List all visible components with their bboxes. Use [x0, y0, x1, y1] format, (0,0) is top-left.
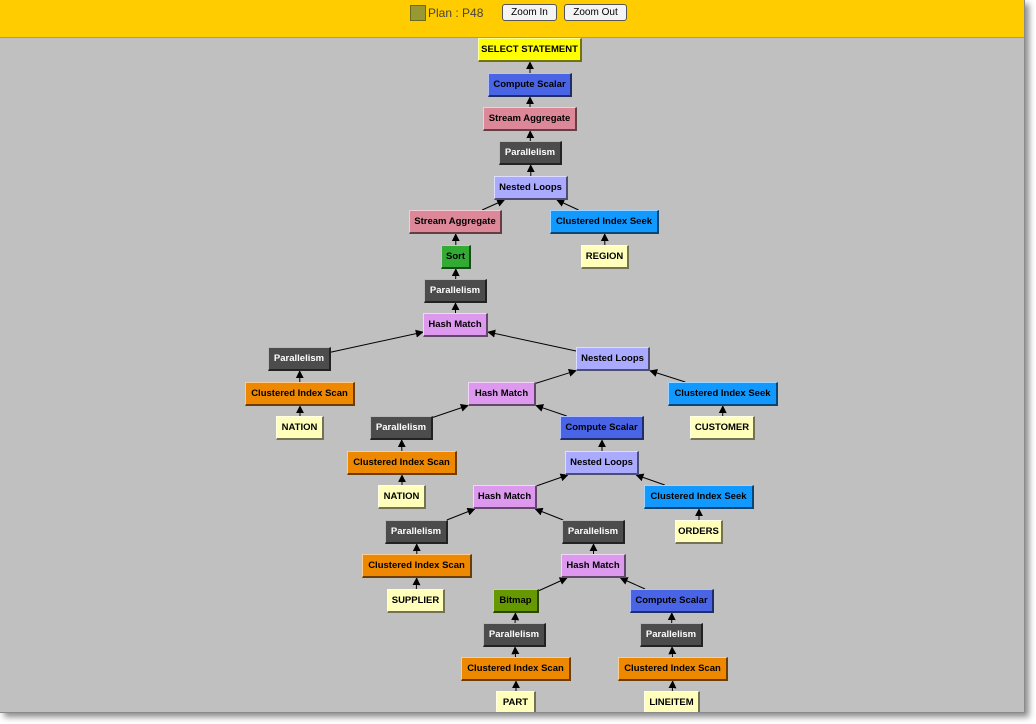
node-nested-loops[interactable]: Nested Loops	[576, 347, 650, 371]
node-region[interactable]: REGION	[581, 245, 629, 269]
edge-n27-to-n24	[446, 507, 476, 521]
edge-n33-to-n31	[619, 577, 646, 590]
node-parallelism[interactable]: Parallelism	[483, 623, 546, 647]
node-hash-match[interactable]: Hash Match	[561, 554, 626, 578]
node-hash-match[interactable]: Hash Match	[468, 382, 536, 406]
node-clustered-index-scan[interactable]: Clustered Index Scan	[347, 451, 457, 475]
zoom-in-button[interactable]: Zoom In	[502, 4, 557, 21]
node-parallelism[interactable]: Parallelism	[268, 347, 331, 371]
edge-n12-to-n11	[330, 329, 424, 353]
plan-label: Plan : P48	[428, 6, 484, 20]
node-select-statement[interactable]: SELECT STATEMENT	[478, 38, 582, 62]
node-clustered-index-scan[interactable]: Clustered Index Scan	[618, 657, 728, 681]
node-hash-match[interactable]: Hash Match	[473, 485, 537, 509]
zoom-out-button[interactable]: Zoom Out	[564, 4, 627, 21]
node-compute-scalar[interactable]: Compute Scalar	[560, 416, 644, 440]
node-orders[interactable]: ORDERS	[675, 520, 723, 544]
edge-n25-to-n23	[635, 473, 665, 486]
node-compute-scalar[interactable]: Compute Scalar	[630, 589, 714, 613]
edge-n16-to-n13	[535, 369, 577, 384]
edge-n28-to-n24	[534, 507, 564, 521]
node-clustered-index-scan[interactable]: Clustered Index Scan	[362, 554, 472, 578]
node-customer[interactable]: CUSTOMER	[690, 416, 755, 440]
edge-n24-to-n23	[536, 473, 569, 487]
edge-n6-to-n5	[481, 199, 506, 211]
node-stream-aggregate[interactable]: Stream Aggregate	[483, 107, 577, 131]
node-part[interactable]: PART	[496, 691, 536, 712]
node-stream-aggregate[interactable]: Stream Aggregate	[409, 210, 502, 234]
node-hash-match[interactable]: Hash Match	[423, 313, 488, 337]
node-parallelism[interactable]: Parallelism	[499, 141, 562, 165]
edge-n19-to-n16	[432, 404, 469, 418]
edge-n13-to-n11	[487, 329, 577, 352]
node-clustered-index-seek[interactable]: Clustered Index Seek	[668, 382, 778, 406]
node-parallelism[interactable]: Parallelism	[640, 623, 703, 647]
node-clustered-index-scan[interactable]: Clustered Index Scan	[461, 657, 571, 681]
node-nested-loops[interactable]: Nested Loops	[494, 176, 568, 200]
edge-n32-to-n31	[538, 577, 568, 592]
node-clustered-index-seek[interactable]: Clustered Index Seek	[550, 210, 659, 234]
node-nation[interactable]: NATION	[276, 416, 324, 440]
edge-n7-to-n5	[556, 199, 579, 211]
plan-color-swatch	[410, 5, 426, 21]
node-parallelism[interactable]: Parallelism	[562, 520, 625, 544]
toolbar: Plan : P48 Zoom In Zoom Out	[0, 0, 1024, 38]
node-parallelism[interactable]: Parallelism	[370, 416, 433, 440]
edge-n17-to-n13	[649, 369, 686, 383]
node-supplier[interactable]: SUPPLIER	[387, 589, 445, 613]
node-bitmap[interactable]: Bitmap	[493, 589, 539, 613]
node-parallelism[interactable]: Parallelism	[424, 279, 487, 303]
node-clustered-index-seek[interactable]: Clustered Index Seek	[644, 485, 754, 509]
node-nation[interactable]: NATION	[378, 485, 426, 509]
node-compute-scalar[interactable]: Compute Scalar	[488, 73, 572, 97]
node-nested-loops[interactable]: Nested Loops	[565, 451, 639, 475]
plan-viewer-window: Plan : P48 Zoom In Zoom Out SELECT STATE…	[0, 0, 1025, 713]
edge-n20-to-n16	[535, 404, 567, 417]
node-sort[interactable]: Sort	[441, 245, 471, 269]
node-parallelism[interactable]: Parallelism	[385, 520, 448, 544]
node-clustered-index-scan[interactable]: Clustered Index Scan	[245, 382, 355, 406]
node-lineitem[interactable]: LINEITEM	[644, 691, 700, 712]
